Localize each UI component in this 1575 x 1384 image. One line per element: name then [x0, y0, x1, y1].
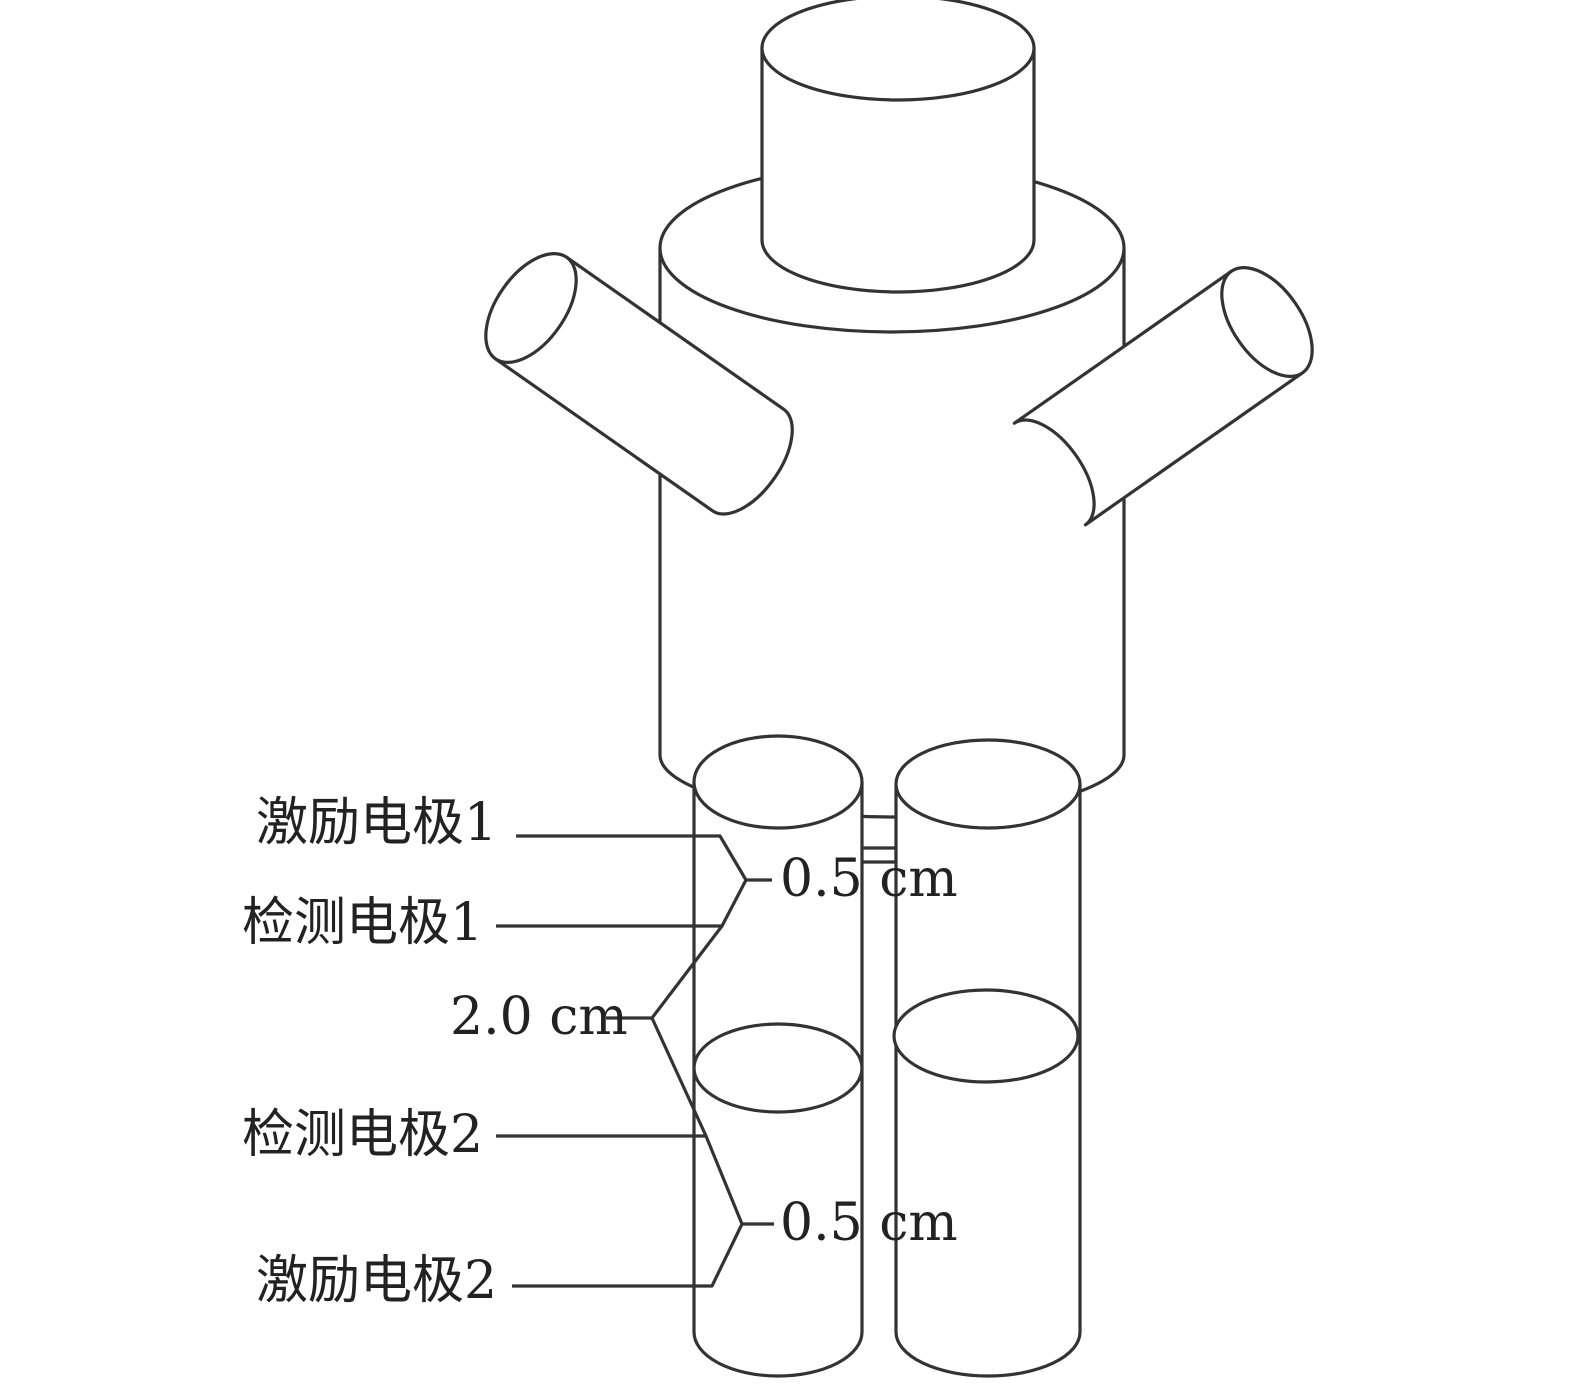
label-detection-electrode-2: 检测电极2: [242, 1105, 483, 1165]
label-excitation-electrode-1: 激励电极1: [256, 793, 497, 853]
dimension-upper-gap: 0.5 cm: [780, 849, 958, 909]
head-cylinder: [760, 0, 1036, 294]
leader-lines: [496, 834, 774, 1288]
right-arm-cylinder: [1012, 265, 1314, 527]
left-leg-cylinder: [692, 734, 864, 1378]
left-arm-cylinder: [484, 251, 794, 516]
dimension-lower-gap: 0.5 cm: [780, 1193, 958, 1253]
right-leg-cylinder: [892, 738, 1082, 1378]
label-detection-electrode-1: 检测电极1: [242, 893, 483, 953]
dimension-middle-gap: 2.0 cm: [450, 987, 628, 1047]
label-excitation-electrode-2: 激励电极2: [256, 1251, 497, 1311]
